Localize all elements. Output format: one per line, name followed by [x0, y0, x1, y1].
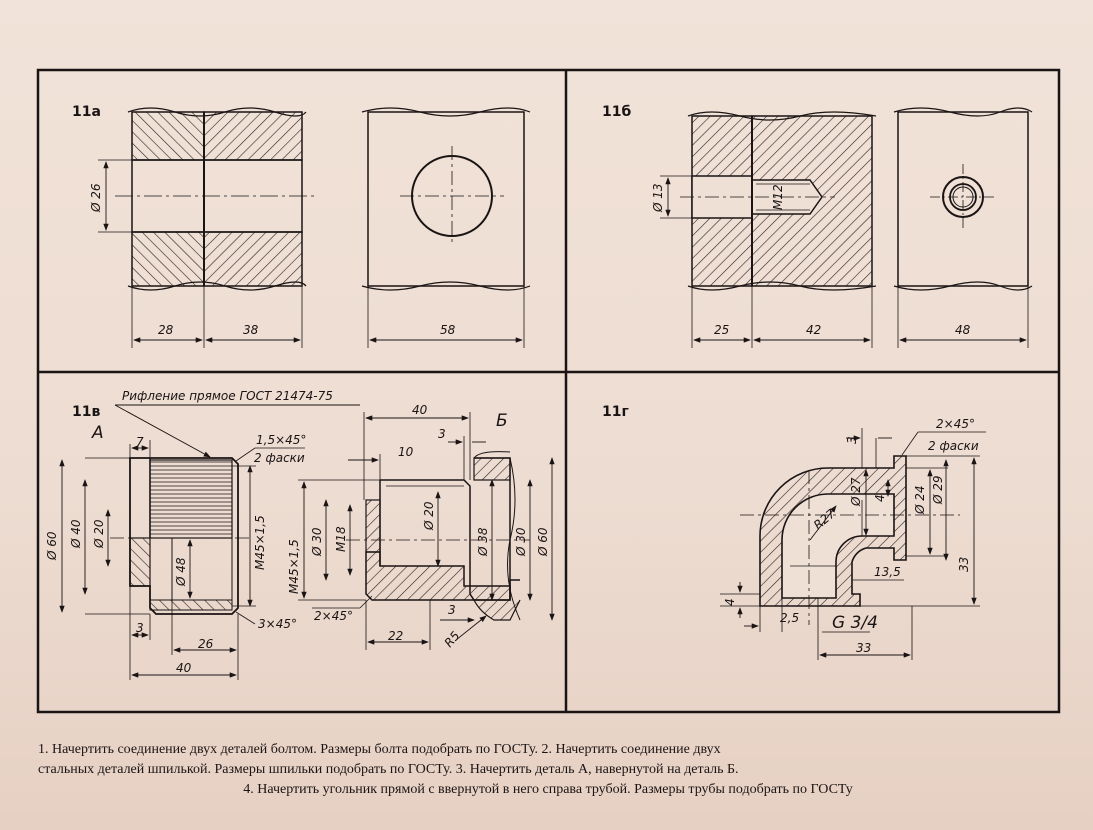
part-b-label: Б: [496, 411, 508, 431]
dim-g-w3: 3: [845, 436, 859, 444]
dim-g-w4: 4: [873, 494, 887, 502]
dim-v-b10: 10: [398, 445, 414, 459]
panel-11a-label: 11а: [72, 104, 101, 120]
dim-a-dia: Ø 26: [89, 183, 103, 213]
dim-v-b40: 40: [412, 403, 428, 417]
dim-v-ch3x45: 3×45°: [258, 617, 297, 631]
dim-v-r5: R5: [442, 629, 463, 650]
dim-g-d29: Ø 29: [931, 475, 945, 505]
panel-11g-label: 11г: [602, 404, 629, 420]
panel-11b: [660, 107, 1033, 348]
panel-11v: [59, 404, 555, 680]
dim-v-m18: M18: [334, 526, 348, 552]
dim-b-w3: 48: [955, 323, 971, 337]
caption-line-2: стальных деталей шпилькой. Размеры шпиль…: [38, 762, 739, 777]
dim-g-w4b: 4: [723, 598, 737, 606]
dim-v-b3b: 3: [448, 603, 456, 617]
dim-v-m45b: M45×1,5: [287, 539, 301, 594]
dim-b-w1: 25: [714, 323, 729, 337]
dim-v-d60: Ø 60: [45, 531, 59, 561]
dim-v-d30b: Ø 30: [514, 527, 528, 557]
dim-b-dia: Ø 13: [651, 183, 665, 213]
dim-g-d27: Ø 27: [849, 477, 863, 507]
part-a-label: А: [91, 423, 104, 443]
dim-v-w40: 40: [176, 661, 192, 675]
dim-a-w3: 58: [440, 323, 456, 337]
dim-v-d60b: Ø 60: [536, 527, 550, 557]
dim-v-d48: Ø 48: [174, 557, 188, 587]
dim-g-w135: 13,5: [874, 565, 901, 579]
outer-frame: [36, 68, 1061, 714]
dim-v-d30: Ø 30: [310, 527, 324, 557]
dim-v-d20: Ø 20: [92, 519, 106, 549]
task-caption: 1. Начертить соединение двух деталей бол…: [38, 740, 1058, 800]
dim-g-w33: 33: [856, 641, 871, 655]
dim-a-w2: 38: [243, 323, 259, 337]
dim-g-ch: 2×45°: [936, 417, 975, 431]
dim-v-w26: 26: [198, 637, 214, 651]
panel-11b-label: 11б: [602, 104, 631, 120]
panel-11g: [720, 428, 986, 660]
dim-a-w1: 28: [158, 323, 174, 337]
dim-v-d38: Ø 38: [476, 527, 490, 557]
caption-line-3: 4. Начертить угольник прямой с ввернутой…: [243, 782, 853, 797]
dim-v-chamfer-note: 2 фаски: [254, 451, 305, 465]
dim-v-b3: 3: [438, 427, 446, 441]
dim-v-d40: Ø 40: [69, 519, 83, 549]
dim-g-ch-note: 2 фаски: [928, 439, 979, 453]
dim-g-w25: 2,5: [780, 611, 799, 625]
dim-b-w2: 42: [806, 323, 821, 337]
panel-11a: [98, 107, 531, 348]
knurl-note: Рифление прямое ГОСТ 21474-75: [122, 389, 333, 403]
dim-v-m45: M45×1,5: [253, 515, 267, 570]
dim-b-thread: M12: [771, 184, 785, 210]
dim-g-thread: G 3/4: [832, 613, 878, 633]
dim-v-w3: 3: [136, 621, 144, 635]
panel-11v-label: 11в: [72, 404, 100, 420]
dim-v-b22: 22: [388, 629, 403, 643]
dim-v-d20b: Ø 20: [422, 501, 436, 531]
dim-v-chamfer: 1,5×45°: [256, 433, 306, 447]
dim-g-d24: Ø 24: [913, 485, 927, 515]
dim-g-w33v: 33: [957, 557, 971, 572]
dim-v-w7: 7: [136, 435, 144, 449]
caption-line-1: 1. Начертить соединение двух деталей бол…: [38, 742, 721, 757]
dim-v-ch2x45: 2×45°: [314, 609, 353, 623]
